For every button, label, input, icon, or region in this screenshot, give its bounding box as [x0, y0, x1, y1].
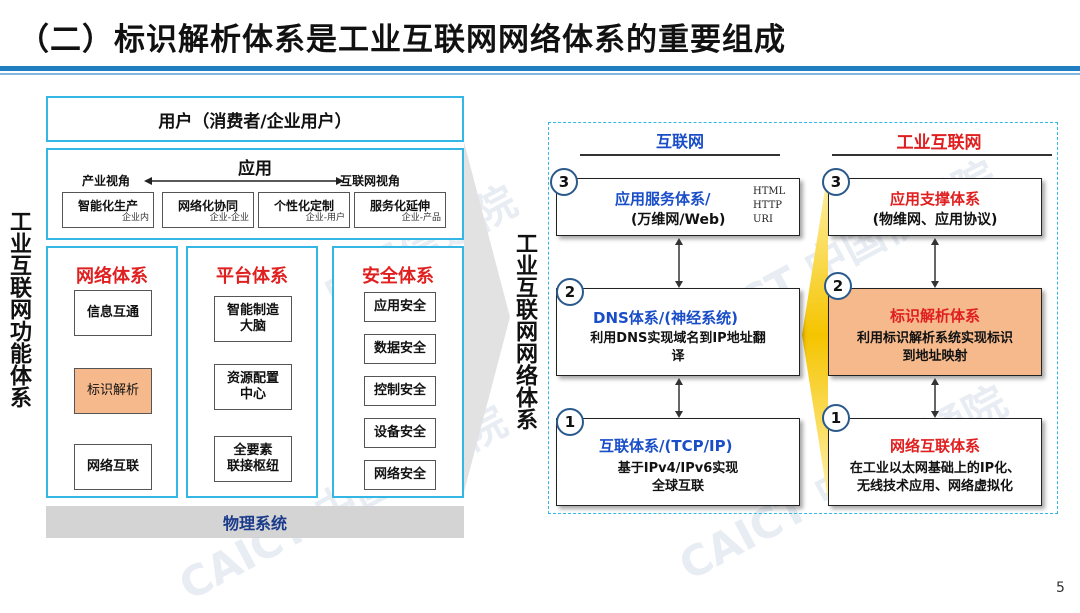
column-item: 网络安全 — [364, 460, 436, 490]
left-vertical-label: 工业互联网功能体系 — [6, 210, 31, 408]
double-arrow — [144, 177, 344, 185]
industry-view-label: 产业视角 — [82, 174, 131, 188]
layer-number-badge: 3 — [822, 168, 850, 196]
column-item: 应用安全 — [364, 292, 436, 322]
header-line — [832, 154, 1052, 156]
layer-number-badge: 1 — [822, 404, 850, 432]
user-box: 用户（消费者/企业用户） — [46, 96, 464, 142]
column-item: 网络互联 — [74, 444, 152, 490]
bidirectional-arrow — [931, 378, 939, 418]
center-vertical-label: 工业互联网网络体系 — [512, 232, 537, 430]
bidirectional-arrow — [675, 238, 683, 288]
column-title: 平台体系 — [216, 266, 288, 287]
interconnect-system-box: 互联体系/(TCP/IP) 基于IPv4/IPv6实现 全球互联 — [556, 418, 800, 506]
page-number: 5 — [1056, 580, 1065, 596]
network-system-frame — [548, 122, 1058, 514]
layer-number-badge: 2 — [824, 272, 852, 300]
column-item: 控制安全 — [364, 376, 436, 406]
physical-system-bar: 物理系统 — [46, 506, 464, 538]
column-item-highlight: 标识解析 — [74, 368, 152, 414]
column-title: 网络体系 — [76, 266, 148, 287]
app-item: 智能化生产企业内 — [62, 192, 154, 228]
column-item: 设备安全 — [364, 418, 436, 448]
identifier-resolution-box: 标识解析体系 利用标识解析系统实现标识 到地址映射 — [828, 288, 1042, 376]
internet-header: 互联网 — [655, 132, 704, 151]
platform-system-column: 平台体系 智能制造 大脑 资源配置 中心 全要素 联接枢纽 — [186, 246, 318, 498]
expand-chevron — [464, 142, 510, 492]
column-title: 安全体系 — [362, 266, 434, 287]
title-underline — [0, 66, 1080, 71]
app-item: 个性化定制企业-用户 — [258, 192, 350, 228]
internet-view-label: 互联网视角 — [340, 174, 401, 188]
layer-number-badge: 2 — [556, 278, 584, 306]
application-box: 应用 产业视角 互联网视角 智能化生产企业内 网络化协同企业-企业 个性化定制企… — [46, 148, 464, 240]
page-title: （二）标识解析体系是工业互联网网络体系的重要组成 — [18, 22, 786, 58]
bidirectional-arrow — [931, 238, 939, 288]
app-item: 网络化协同企业-企业 — [162, 192, 254, 228]
layer-number-badge: 3 — [550, 168, 578, 196]
title-underline-thin — [0, 73, 1080, 75]
dns-system-box: DNS体系/(神经系统) 利用DNS实现域名到IP地址翻 译 — [556, 288, 800, 376]
bidirectional-arrow — [675, 378, 683, 418]
app-item: 服务化延伸企业-产品 — [354, 192, 446, 228]
layer-number-badge: 1 — [556, 408, 584, 436]
application-title: 应用 — [238, 159, 272, 179]
column-item: 智能制造 大脑 — [214, 296, 292, 342]
column-item: 信息互通 — [74, 290, 152, 336]
column-item: 数据安全 — [364, 334, 436, 364]
security-system-column: 安全体系 应用安全 数据安全 控制安全 设备安全 网络安全 — [332, 246, 464, 498]
column-item: 全要素 联接枢纽 — [214, 436, 292, 482]
column-item: 资源配置 中心 — [214, 364, 292, 410]
network-system-column: 网络体系 信息互通 标识解析 网络互联 — [46, 246, 178, 498]
network-interconnect-box: 网络互联体系 在工业以太网基础上的IP化、 无线技术应用、网络虚拟化 — [828, 418, 1042, 506]
app-support-box: 应用支撑体系 (物维网、应用协议) — [828, 178, 1042, 236]
gold-wedge — [802, 170, 828, 500]
iiot-header: 工业互联网 — [896, 133, 982, 153]
header-line — [580, 154, 780, 156]
